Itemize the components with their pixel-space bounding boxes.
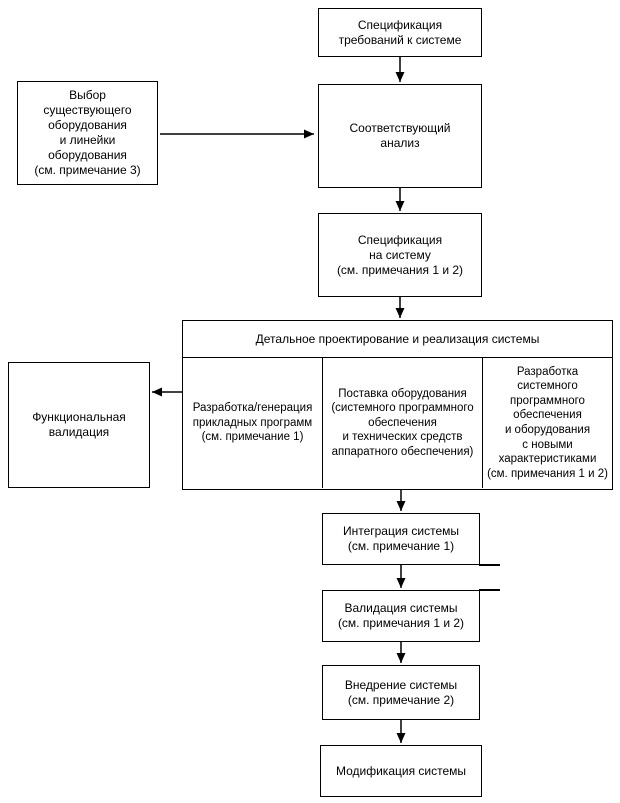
- node-spec-requirements-label: Спецификация требований к системе: [338, 17, 462, 47]
- node-system-deployment: Внедрение системы (см. примечание 2): [322, 665, 480, 720]
- cell-new-characteristics: Разработка системного программного обесп…: [482, 358, 612, 488]
- node-system-validation-label: Валидация системы (см. примечания 1 и 2): [337, 601, 465, 630]
- node-analysis: Соответствующий анализ: [318, 84, 482, 188]
- node-system-integration-label: Интеграция системы (см. примечание 1): [342, 524, 460, 553]
- cell-equipment-supply: Поставка оборудования (системного програ…: [322, 358, 482, 488]
- detailed-design-title: Детальное проектирование и реализация си…: [255, 331, 540, 346]
- node-functional-validation: Функциональная валидация: [8, 362, 150, 488]
- node-system-spec: Спецификация на систему (см. примечания …: [318, 213, 482, 297]
- node-spec-requirements: Спецификация требований к системе: [318, 8, 482, 57]
- cell-equipment-supply-label: Поставка оборудования (системного програ…: [331, 387, 474, 458]
- node-system-validation: Валидация системы (см. примечания 1 и 2): [322, 590, 480, 642]
- detailed-design-header: Детальное проектирование и реализация си…: [183, 321, 612, 358]
- node-system-modification-label: Модификация системы: [335, 763, 467, 778]
- cell-new-characteristics-label: Разработка системного программного обесп…: [487, 365, 608, 480]
- node-functional-validation-label: Функциональная валидация: [32, 410, 126, 439]
- cell-application-software: Разработка/генерация прикладных программ…: [183, 358, 322, 488]
- cell-application-software-label: Разработка/генерация прикладных программ…: [192, 402, 313, 444]
- node-system-deployment-label: Внедрение системы (см. примечание 2): [344, 677, 458, 707]
- node-system-integration: Интеграция системы (см. примечание 1): [322, 513, 480, 565]
- node-equipment-selection: Выбор существующего оборудования и линей…: [17, 81, 158, 185]
- node-analysis-label: Соответствующий анализ: [349, 121, 451, 150]
- node-system-spec-label: Спецификация на систему (см. примечания …: [336, 232, 464, 277]
- node-equipment-selection-label: Выбор существующего оборудования и линей…: [34, 88, 141, 177]
- node-system-modification: Модификация системы: [320, 745, 482, 797]
- node-detailed-design-container: Детальное проектирование и реализация си…: [182, 320, 613, 490]
- detailed-design-cells: Разработка/генерация прикладных программ…: [183, 358, 612, 488]
